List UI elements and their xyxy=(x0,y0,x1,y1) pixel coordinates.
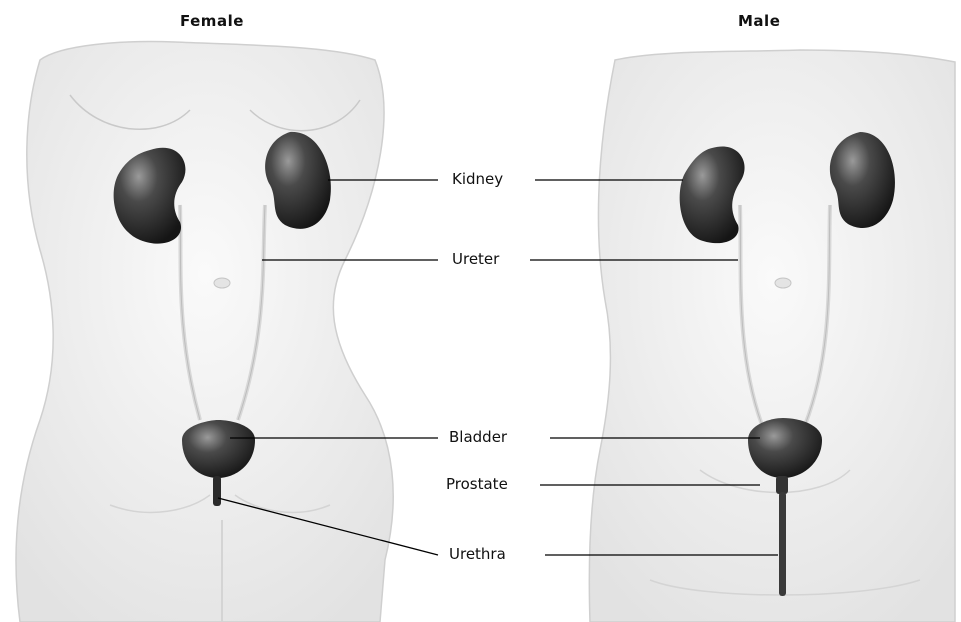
male-heading: Male xyxy=(738,12,780,30)
kidney-label: Kidney xyxy=(452,170,503,188)
female-heading: Female xyxy=(180,12,244,30)
urethra-label: Urethra xyxy=(449,545,506,563)
bladder-label: Bladder xyxy=(449,428,507,446)
female-urethra xyxy=(213,476,221,506)
male-torso xyxy=(589,50,955,622)
male-prostate xyxy=(776,476,788,494)
female-torso xyxy=(16,42,393,622)
male-urethra xyxy=(779,492,786,596)
ureter-label: Ureter xyxy=(452,250,499,268)
prostate-label: Prostate xyxy=(446,475,508,493)
